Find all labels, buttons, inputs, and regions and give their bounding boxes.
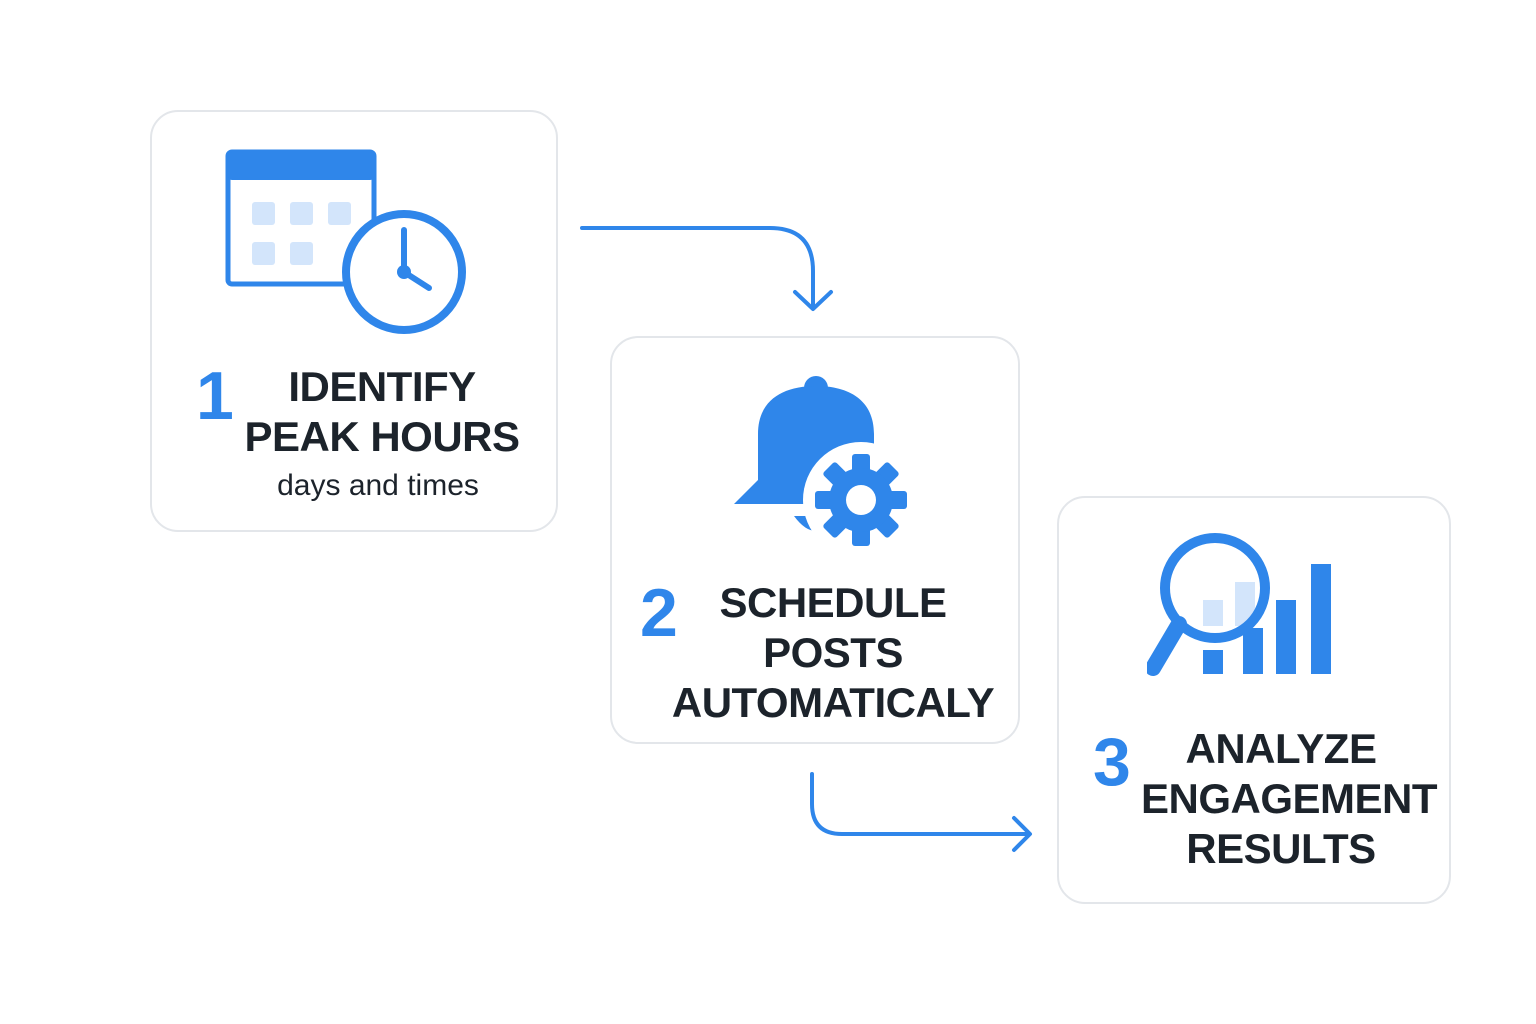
step-title-line: PEAK HOURS	[244, 413, 520, 460]
step-title-line: POSTS	[763, 629, 903, 676]
bell-gear-icon	[734, 376, 908, 554]
curved-arrow-right-icon	[810, 772, 1032, 852]
step-title-line: AUTOMATICALY	[671, 679, 995, 726]
step-title-line: ENGAGEMENT	[1141, 775, 1438, 822]
step-number: 1	[196, 358, 234, 434]
step-card-1: 1 IDENTIFY PEAK HOURS days and times	[150, 110, 558, 532]
step-title-line: RESULTS	[1186, 825, 1376, 872]
magnifier-chart-icon	[1147, 533, 1331, 676]
step-title-line: ANALYZE	[1185, 725, 1377, 772]
step-title: SCHEDULE POSTS AUTOMATICALY	[658, 578, 1008, 728]
step-card-2: 2 SCHEDULE POSTS AUTOMATICALY	[610, 336, 1020, 744]
step-title-line: SCHEDULE	[719, 579, 947, 626]
calendar-clock-icon	[225, 149, 466, 334]
step-title: IDENTIFY PEAK HOURS	[242, 362, 522, 462]
step-subtitle: days and times	[277, 469, 479, 502]
step-title-line: IDENTIFY	[288, 363, 476, 410]
step-title: ANALYZE ENGAGEMENT RESULTS	[1141, 724, 1438, 874]
step-number: 3	[1093, 724, 1131, 800]
step-card-3: 3 ANALYZE ENGAGEMENT RESULTS	[1057, 496, 1451, 904]
step-number: 2	[640, 575, 678, 651]
curved-arrow-down-icon	[580, 226, 833, 311]
